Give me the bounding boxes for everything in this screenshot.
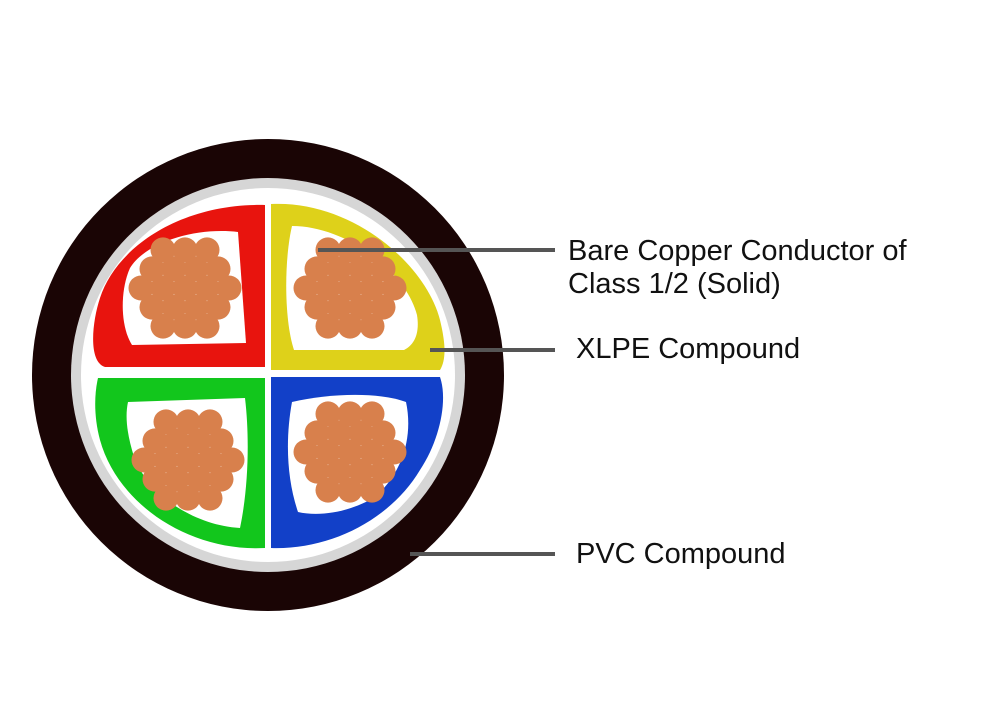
copper-strand [304, 458, 330, 484]
copper-strand [186, 466, 212, 492]
copper-strand [315, 439, 341, 465]
copper-strand [381, 275, 407, 301]
copper-strand [337, 439, 363, 465]
copper-strand [304, 256, 330, 282]
copper-strand [164, 466, 190, 492]
copper-strand [208, 428, 234, 454]
conductor-label-line2: Class 1/2 (Solid) [568, 268, 781, 300]
copper-strand [348, 294, 374, 320]
copper-strand [128, 275, 154, 301]
copper-strand [216, 275, 242, 301]
copper-strand [175, 409, 201, 435]
copper-strand [304, 420, 330, 446]
core-yellow [271, 203, 445, 370]
copper-strand [131, 447, 157, 473]
insulation-label: XLPE Compound [576, 333, 800, 365]
copper-strand [359, 313, 385, 339]
copper-strand [197, 409, 223, 435]
copper-strand [326, 420, 352, 446]
copper-strand [315, 275, 341, 301]
sheath-label: PVC Compound [576, 538, 786, 570]
copper-strand [337, 401, 363, 427]
copper-strand [161, 256, 187, 282]
core-blue-strands [293, 401, 407, 503]
core-yellow-strands [293, 237, 407, 339]
copper-strand [183, 294, 209, 320]
copper-strand [150, 237, 176, 263]
copper-strand [139, 294, 165, 320]
copper-strand [172, 275, 198, 301]
copper-strand [315, 477, 341, 503]
copper-strand [337, 477, 363, 503]
copper-strand [194, 237, 220, 263]
copper-strand [153, 447, 179, 473]
copper-strand [153, 485, 179, 511]
copper-strand [161, 294, 187, 320]
copper-strand [197, 447, 223, 473]
copper-strand [337, 313, 363, 339]
core-green [95, 378, 265, 549]
core-red-strands [128, 237, 242, 339]
copper-strand [370, 458, 396, 484]
copper-strand [293, 275, 319, 301]
copper-strand [208, 466, 234, 492]
copper-strand [304, 294, 330, 320]
copper-strand [150, 313, 176, 339]
copper-strand [370, 256, 396, 282]
copper-strand [194, 313, 220, 339]
inner-filler [81, 188, 455, 562]
copper-strand [315, 313, 341, 339]
copper-strand [183, 256, 209, 282]
copper-strand [370, 420, 396, 446]
copper-strand [153, 409, 179, 435]
copper-strand [348, 458, 374, 484]
copper-strand [194, 275, 220, 301]
copper-strand [175, 485, 201, 511]
copper-strand [164, 428, 190, 454]
copper-strand [219, 447, 245, 473]
copper-strand [142, 428, 168, 454]
conductor-label-line1: Bare Copper Conductor of [568, 235, 907, 267]
core-red [93, 204, 265, 367]
copper-strand [370, 294, 396, 320]
copper-strand [337, 275, 363, 301]
core-green-strands [131, 409, 245, 511]
copper-strand [326, 458, 352, 484]
copper-strand [172, 313, 198, 339]
copper-strand [150, 275, 176, 301]
copper-strand [197, 485, 223, 511]
cable-cross-section [32, 139, 504, 611]
copper-strand [359, 477, 385, 503]
copper-strand [293, 439, 319, 465]
copper-strand [186, 428, 212, 454]
copper-strand [359, 275, 385, 301]
copper-strand [142, 466, 168, 492]
copper-strand [381, 439, 407, 465]
copper-strand [359, 401, 385, 427]
copper-strand [326, 256, 352, 282]
copper-strand [315, 401, 341, 427]
copper-strand [172, 237, 198, 263]
copper-strand [348, 256, 374, 282]
copper-strand [326, 294, 352, 320]
copper-strand [205, 294, 231, 320]
copper-strand [359, 439, 385, 465]
core-blue [271, 377, 444, 549]
copper-strand [205, 256, 231, 282]
copper-strand [348, 420, 374, 446]
copper-strand [139, 256, 165, 282]
copper-strand [175, 447, 201, 473]
